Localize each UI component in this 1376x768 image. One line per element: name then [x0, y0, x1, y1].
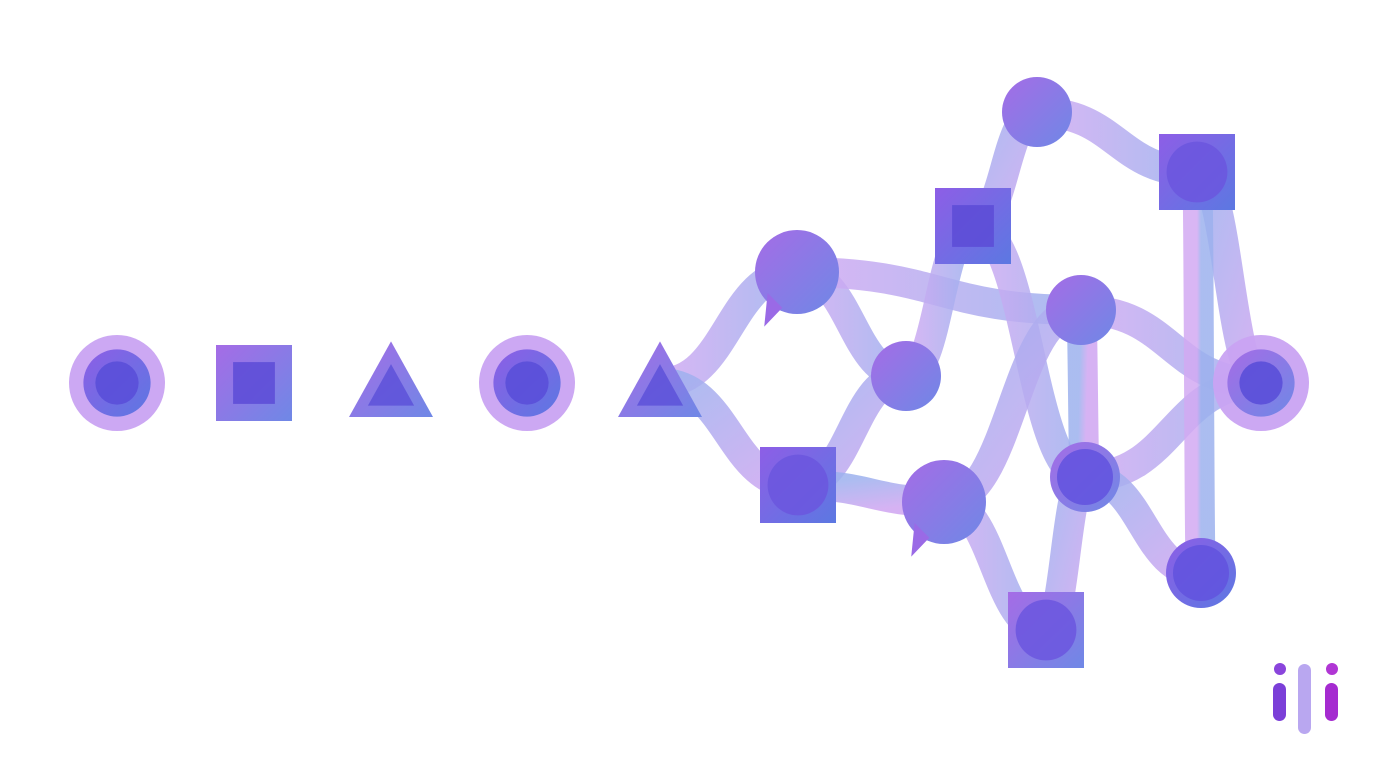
- node-n5-triangle[interactable]: [618, 341, 702, 418]
- node-n8-circle[interactable]: [871, 341, 941, 411]
- node-n3-triangle[interactable]: [349, 341, 433, 418]
- node-n6-speech-circle[interactable]: [755, 230, 839, 327]
- logo-bar-left: [1273, 683, 1286, 721]
- logo-mark: [1273, 663, 1338, 734]
- node-n17-square[interactable]: [1008, 592, 1084, 668]
- node-n2-square[interactable]: [216, 345, 292, 421]
- logo-bar-right: [1325, 683, 1338, 721]
- logo-dot-right: [1326, 663, 1338, 675]
- node-layer: [69, 77, 1309, 668]
- node-n15-circle[interactable]: [1050, 442, 1120, 512]
- node-n1-ring-circle[interactable]: [69, 335, 165, 431]
- link-n13-n16: [1182, 157, 1216, 588]
- logo-bar-middle: [1298, 664, 1311, 734]
- node-n16-circle[interactable]: [1166, 538, 1236, 608]
- node-n4-ring-circle[interactable]: [479, 335, 575, 431]
- node-n12-circle[interactable]: [1002, 77, 1072, 147]
- node-n11-circle[interactable]: [1046, 275, 1116, 345]
- node-n14-ring-circle[interactable]: [1213, 335, 1309, 431]
- node-n9-speech-circle[interactable]: [902, 460, 986, 557]
- node-n7-square[interactable]: [760, 447, 836, 523]
- logo-dot-left: [1274, 663, 1286, 675]
- node-n10-square[interactable]: [935, 188, 1011, 264]
- node-n13-square[interactable]: [1159, 134, 1235, 210]
